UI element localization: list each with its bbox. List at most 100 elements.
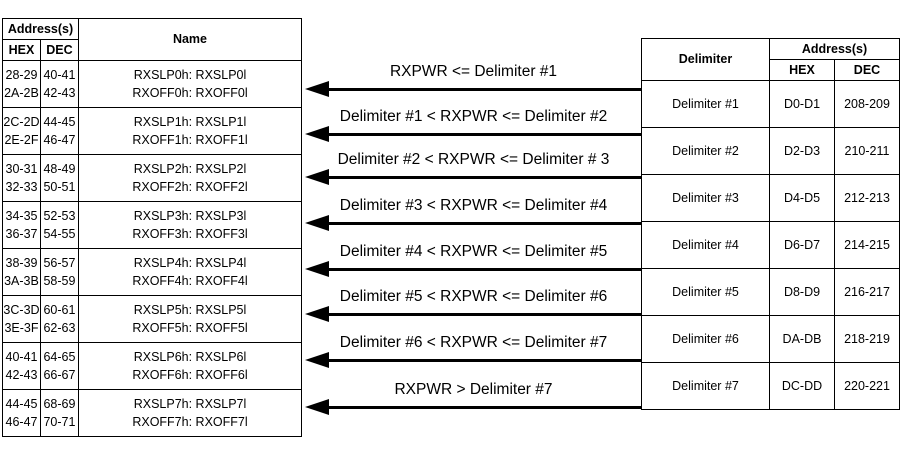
row-dec-cell: 60-61 62-63 [39,295,79,343]
row-hex-line-1: 30-31 [5,161,38,176]
condition-label-7: Delimiter #6 < RXPWR <= Delimiter #7 [339,334,608,351]
delimiter-hex-cell: DA-DB [769,315,835,363]
row-dec-cell: 68-69 70-71 [39,389,79,437]
right-table-header-row-1: Delimiter Address(s) [641,38,900,81]
row-name-line-2: RXOFF4h: RXOFF4l [132,274,248,288]
condition-label-6: Delimiter #5 < RXPWR <= Delimiter #6 [339,288,608,305]
arrow-head-left-icon [305,352,329,368]
arrow-shaft [327,268,642,271]
row-hex-line-2: 42-43 [5,368,38,382]
delimiter-name-cell: Delimiter #1 [641,80,770,128]
left-header-address-group: Address(s) [2,18,79,40]
left-header-dec: DEC [39,39,79,61]
left-table-header-row-1: Address(s) Name [2,18,303,61]
arrow-shaft [327,222,642,225]
row-name-line-2: RXOFF0h: RXOFF0l [132,86,248,100]
arrow-shaft [327,359,642,362]
row-name-line-1: RXSLP4h: RXSLP4l [133,255,247,270]
row-hex-cell: 28-29 2A-2B [2,60,41,108]
row-dec-cell: 56-57 58-59 [39,248,79,296]
row-name-line-1: RXSLP1h: RXSLP1l [133,114,247,129]
row-dec-cell: 44-45 46-47 [39,107,79,155]
row-dec-cell: 52-53 54-55 [39,201,79,249]
row-hex-line-1: 44-45 [5,396,38,411]
table-row: 3C-3D 3E-3F 60-61 62-63 RXSLP5h: RXSLP5l… [2,295,303,343]
row-hex-line-1: 28-29 [5,67,38,82]
rx-calibration-address-table: Address(s) Name HEX DEC 28-29 2A-2B 40-4… [2,18,303,437]
row-hex-cell: 34-35 36-37 [2,201,41,249]
row-hex-line-1: 3C-3D [3,302,40,317]
row-name-cell: RXSLP4h: RXSLP4l RXOFF4h: RXOFF4l [77,248,303,296]
delimiter-name-cell: Delimiter #6 [641,315,770,363]
row-dec-line-1: 64-65 [43,349,76,364]
delimiter-hex-cell: D6-D7 [769,221,835,269]
row-dec-line-1: 52-53 [43,208,76,223]
delimiter-dec-cell: 210-211 [834,127,900,175]
delimiter-name-cell: Delimiter #2 [641,127,770,175]
right-header-hex: HEX [769,59,835,81]
row-name-cell: RXSLP3h: RXSLP3l RXOFF3h: RXOFF3l [77,201,303,249]
row-dec-line-2: 70-71 [43,415,76,429]
row-dec-line-1: 44-45 [43,114,76,129]
row-dec-cell: 48-49 50-51 [39,154,79,202]
delimiter-hex-cell: D4-D5 [769,174,835,222]
condition-label-8: RXPWR > Delimiter #7 [394,381,553,398]
arrow-shaft [327,133,642,136]
row-dec-line-2: 42-43 [43,86,76,100]
delimiter-dec-cell: 208-209 [834,80,900,128]
row-dec-line-1: 48-49 [43,161,76,176]
row-hex-line-1: 34-35 [5,208,38,223]
delimiter-hex-cell: DC-DD [769,362,835,410]
arrow-shaft [327,313,642,316]
row-hex-cell: 38-39 3A-3B [2,248,41,296]
delimiter-hex-cell: D2-D3 [769,127,835,175]
row-dec-cell: 64-65 66-67 [39,342,79,390]
table-row: 30-31 32-33 48-49 50-51 RXSLP2h: RXSLP2l… [2,154,303,202]
row-dec-line-2: 46-47 [43,133,76,147]
row-dec-cell: 40-41 42-43 [39,60,79,108]
delimiter-dec-cell: 214-215 [834,221,900,269]
arrow-shaft [327,406,642,409]
delimiter-hex-cell: D0-D1 [769,80,835,128]
row-dec-line-1: 68-69 [43,396,76,411]
left-header-name: Name [77,18,303,61]
row-dec-line-2: 66-67 [43,368,76,382]
row-name-line-2: RXOFF7h: RXOFF7l [132,415,248,429]
delimiter-address-table: Delimiter Address(s) HEX DEC Delimiter #… [641,38,900,410]
row-name-line-1: RXSLP6h: RXSLP6l [133,349,247,364]
arrow-head-left-icon [305,81,329,97]
row-dec-line-2: 58-59 [43,274,76,288]
right-header-delimiter: Delimiter [641,38,770,81]
delimiter-dec-cell: 212-213 [834,174,900,222]
table-row: Delimiter #6 DA-DB 218-219 [641,315,900,363]
table-row: Delimiter #4 D6-D7 214-215 [641,221,900,269]
arrow-head-left-icon [305,306,329,322]
row-hex-line-2: 32-33 [5,180,38,194]
row-name-line-2: RXOFF3h: RXOFF3l [132,227,248,241]
arrow-head-left-icon [305,399,329,415]
row-hex-cell: 44-45 46-47 [2,389,41,437]
arrow-head-left-icon [305,126,329,142]
row-name-line-2: RXOFF5h: RXOFF5l [132,321,248,335]
table-row: 40-41 42-43 64-65 66-67 RXSLP6h: RXSLP6l… [2,342,303,390]
row-hex-cell: 2C-2D 2E-2F [2,107,41,155]
row-name-line-2: RXOFF1h: RXOFF1l [132,133,248,147]
table-row: 34-35 36-37 52-53 54-55 RXSLP3h: RXSLP3l… [2,201,303,249]
condition-label-4: Delimiter #3 < RXPWR <= Delimiter #4 [339,197,608,214]
arrow-head-left-icon [305,215,329,231]
row-hex-line-2: 2A-2B [4,86,39,100]
row-dec-line-1: 60-61 [43,302,76,317]
delimiter-dec-cell: 220-221 [834,362,900,410]
row-dec-line-2: 54-55 [43,227,76,241]
row-hex-line-2: 46-47 [5,415,38,429]
delimiter-name-cell: Delimiter #3 [641,174,770,222]
row-hex-line-2: 3A-3B [4,274,39,288]
row-hex-cell: 30-31 32-33 [2,154,41,202]
row-name-cell: RXSLP5h: RXSLP5l RXOFF5h: RXOFF5l [77,295,303,343]
table-row: Delimiter #1 D0-D1 208-209 [641,80,900,128]
row-name-cell: RXSLP6h: RXSLP6l RXOFF6h: RXOFF6l [77,342,303,390]
delimiter-name-cell: Delimiter #4 [641,221,770,269]
delimiter-name-cell: Delimiter #5 [641,268,770,316]
row-name-line-1: RXSLP7h: RXSLP7l [133,396,247,411]
